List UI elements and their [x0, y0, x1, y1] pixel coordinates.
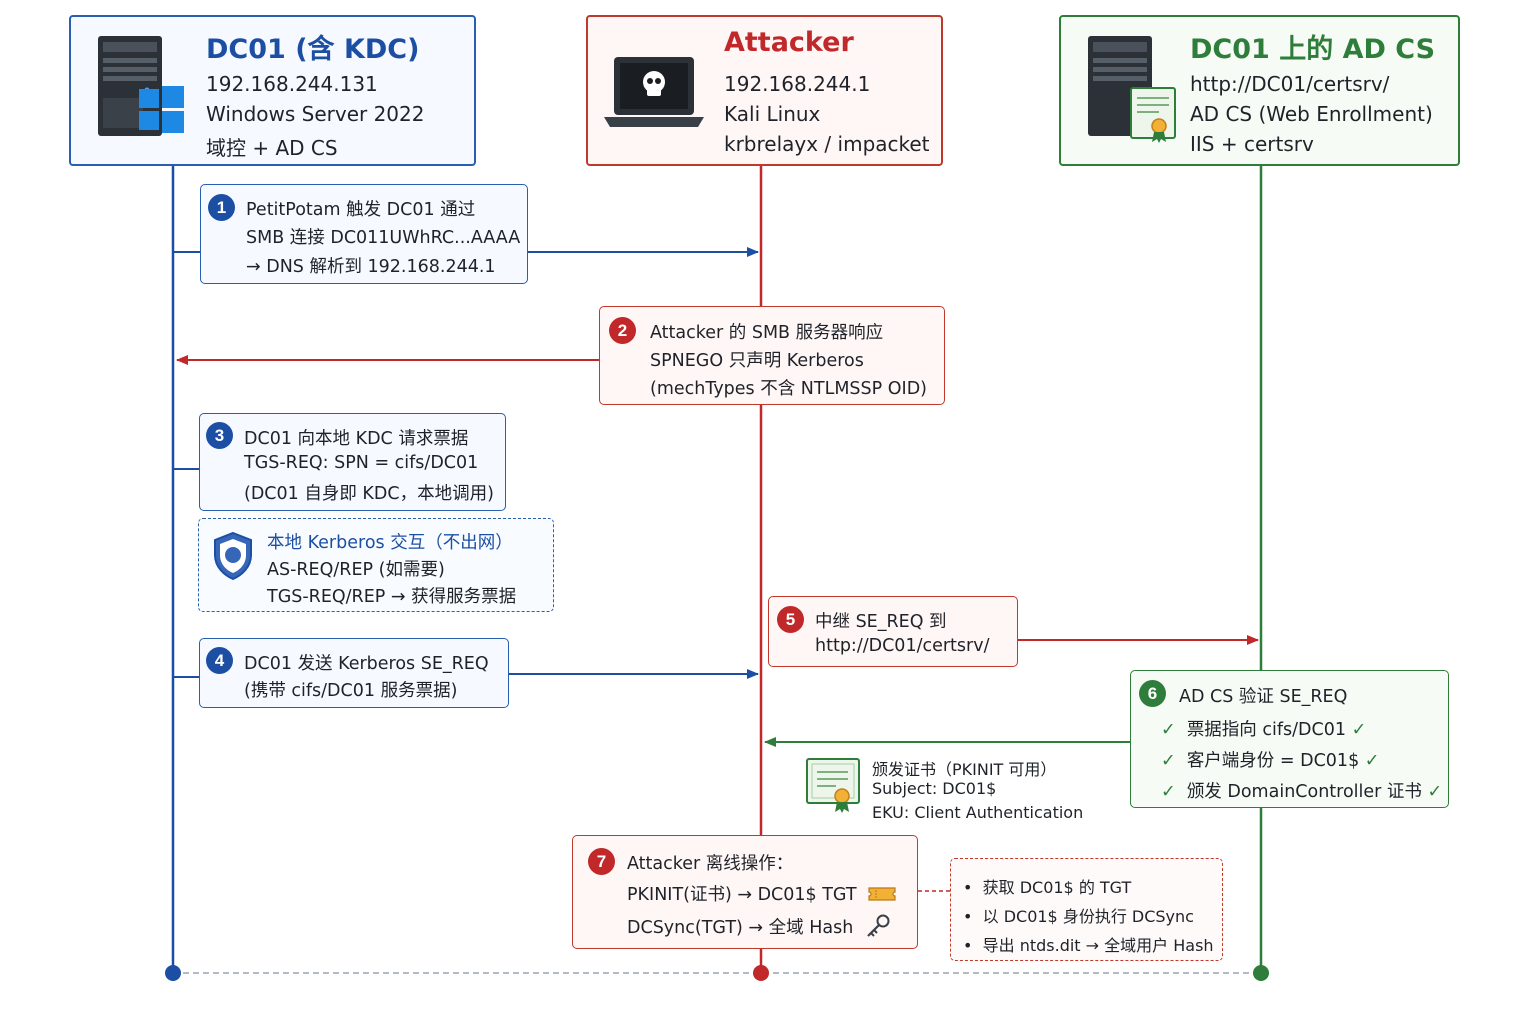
cert-line3: EKU: Client Authentication: [872, 803, 1084, 822]
step3-line1: DC01 向本地 KDC 请求票据: [244, 429, 469, 449]
check-icon: ✓: [1161, 720, 1176, 740]
step5-badge: 5: [777, 606, 804, 633]
step5-line1: 中继 SE_REQ 到: [815, 612, 947, 632]
adcs-service: AD CS (Web Enrollment): [1190, 102, 1433, 126]
step7-box: 7 Attacker 离线操作： PKINIT(证书) → DC01$ TGT …: [572, 835, 918, 949]
note-1: 获取 DC01$ 的 TGT: [982, 878, 1132, 897]
step7-badge: 7: [588, 848, 615, 875]
laptop-skull-icon: [604, 57, 704, 127]
adcs-url: http://DC01/certsrv/: [1190, 72, 1390, 96]
step4-line2: (携带 cifs/DC01 服务票据): [244, 681, 458, 701]
dc01-title: DC01 (含 KDC): [206, 34, 420, 65]
step3-line2: TGS-REQ: SPN = cifs/DC01: [244, 453, 479, 473]
step6-check1: 票据指向 cifs/DC01: [1186, 720, 1346, 740]
notes-box: • 获取 DC01$ 的 TGT • 以 DC01$ 身份执行 DCSync •…: [950, 858, 1223, 961]
local-kerberos-line2: AS-REQ/REP (如需要): [267, 560, 445, 580]
key-icon: [867, 914, 890, 937]
note-3: 导出 ntds.dit → 全域用户 Hash: [982, 936, 1214, 955]
dc01-ip: 192.168.244.131: [206, 72, 378, 96]
step6-title: AD CS 验证 SE_REQ: [1179, 687, 1348, 707]
step1-badge: 1: [208, 194, 235, 221]
step7-line1: Attacker 离线操作：: [627, 854, 794, 874]
step1-box: 1 PetitPotam 触发 DC01 通过 SMB 连接 DC011UWhR…: [200, 184, 528, 284]
check-icon: ✓: [1427, 782, 1443, 802]
check-icon: ✓: [1161, 751, 1176, 771]
step6-check2: 客户端身份 = DC01$: [1186, 751, 1360, 771]
step3-badge: 3: [206, 422, 233, 449]
attacker-end-dot: [753, 965, 769, 981]
attacker-title: Attacker: [724, 27, 854, 58]
cert-line2: Subject: DC01$: [872, 779, 997, 798]
certificate-icon: [806, 758, 860, 813]
adcs-server: IIS + certsrv: [1190, 132, 1314, 156]
note-2: 以 DC01$ 身份执行 DCSync: [982, 907, 1194, 926]
attacker-os: Kali Linux: [724, 102, 821, 126]
local-kerberos-line3: TGS-REQ/REP → 获得服务票据: [267, 587, 517, 607]
attacker-tools: krbrelayx / impacket: [724, 132, 930, 156]
step4-box: 4 DC01 发送 Kerberos SE_REQ (携带 cifs/DC01 …: [199, 638, 509, 708]
step4-badge: 4: [206, 647, 233, 674]
step1-line2: SMB 连接 DC011UWhRC...AAAA: [246, 228, 521, 248]
dc01-end-dot: [165, 965, 181, 981]
step5-line2: http://DC01/certsrv/: [815, 636, 990, 656]
check-icon: ✓: [1161, 782, 1176, 802]
dc01-role: 域控 + AD CS: [206, 136, 338, 160]
step1-line1: PetitPotam 触发 DC01 通过: [246, 200, 476, 220]
step2-line1: Attacker 的 SMB 服务器响应: [650, 323, 884, 343]
attacker-ip: 192.168.244.1: [724, 72, 871, 96]
check-icon: ✓: [1364, 751, 1380, 771]
step2-badge: 2: [609, 317, 636, 344]
adcs-end-dot: [1253, 965, 1269, 981]
step5-box: 5 中继 SE_REQ 到 http://DC01/certsrv/: [768, 596, 1018, 667]
adcs-title: DC01 上的 AD CS: [1190, 34, 1436, 65]
ticket-icon: [868, 887, 896, 901]
attacker-header: Attacker 192.168.244.1 Kali Linux krbrel…: [586, 15, 943, 166]
step2-line3: (mechTypes 不含 NTLMSSP OID): [650, 379, 927, 399]
step3-line3: (DC01 自身即 KDC，本地调用): [244, 484, 494, 504]
check-icon: ✓: [1351, 720, 1367, 740]
step7-line2: PKINIT(证书) → DC01$ TGT: [627, 885, 857, 905]
shield-icon: [214, 531, 252, 581]
dc01-os: Windows Server 2022: [206, 102, 425, 126]
step2-line2: SPNEGO 只声明 Kerberos: [650, 351, 864, 371]
server-windows-icon: [98, 36, 184, 136]
adcs-header: DC01 上的 AD CS http://DC01/certsrv/ AD CS…: [1059, 15, 1460, 166]
step6-box: 6 AD CS 验证 SE_REQ ✓ 票据指向 cifs/DC01 ✓ ✓ 客…: [1130, 670, 1449, 808]
step4-line1: DC01 发送 Kerberos SE_REQ: [244, 654, 489, 674]
cert-line1: 颁发证书（PKINIT 可用）: [872, 760, 1057, 779]
step1-line3: → DNS 解析到 192.168.244.1: [246, 257, 496, 277]
step6-check3: 颁发 DomainController 证书: [1186, 782, 1422, 802]
step2-box: 2 Attacker 的 SMB 服务器响应 SPNEGO 只声明 Kerber…: [599, 306, 945, 405]
local-kerberos-title: 本地 Kerberos 交互（不出网）: [267, 533, 513, 553]
server-certificate-icon: [1088, 36, 1176, 143]
step7-line3: DCSync(TGT) → 全域 Hash: [627, 918, 854, 938]
step6-badge: 6: [1139, 680, 1166, 707]
dc01-header: DC01 (含 KDC) 192.168.244.131 Windows Ser…: [69, 15, 476, 166]
local-kerberos-box: 本地 Kerberos 交互（不出网） AS-REQ/REP (如需要) TGS…: [198, 518, 554, 612]
step3-box: 3 DC01 向本地 KDC 请求票据 TGS-REQ: SPN = cifs/…: [199, 413, 506, 511]
